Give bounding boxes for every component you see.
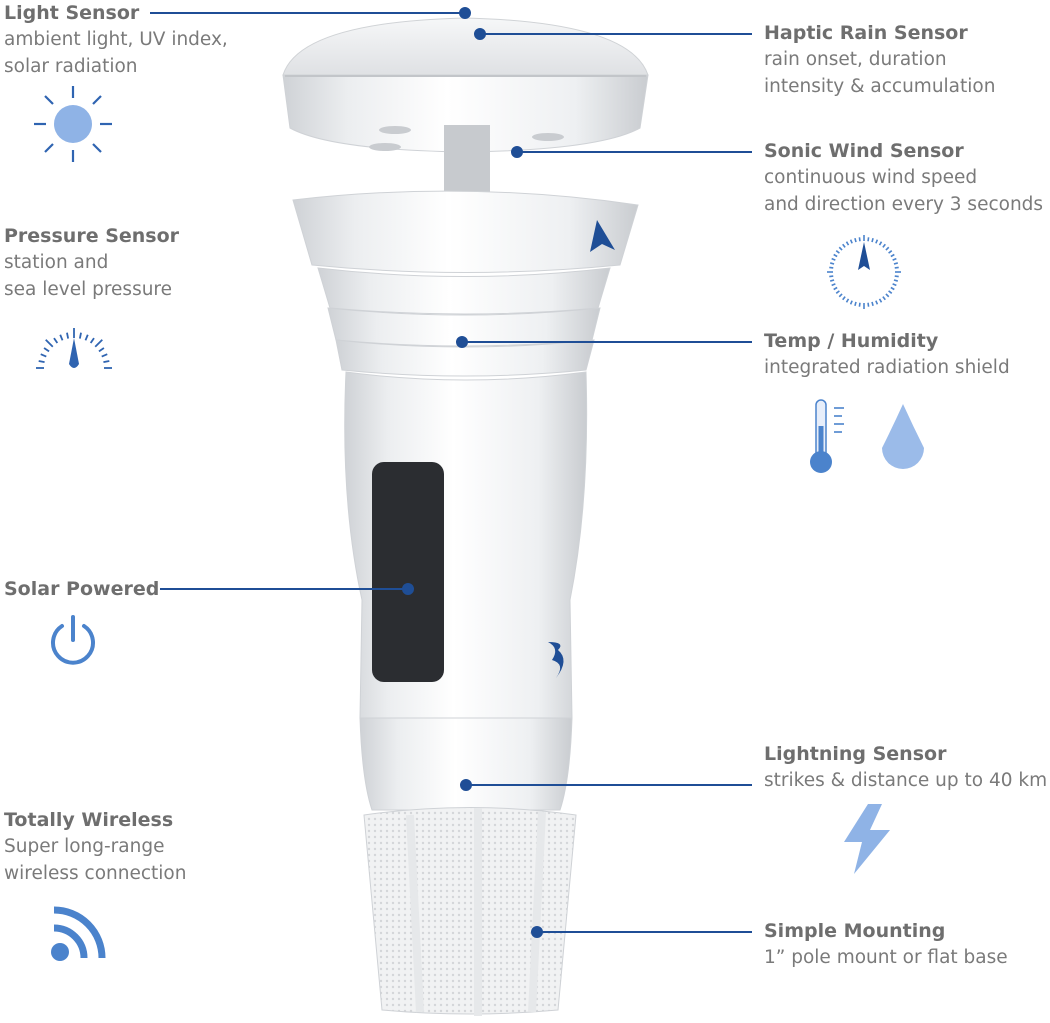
callout-haptic-rain-sensor: Haptic Rain Sensor rain onset, duration … bbox=[764, 20, 995, 100]
haptic-rain-sensor-desc: rain onset, duration intensity & accumul… bbox=[764, 49, 996, 97]
wind-sensor-ring bbox=[292, 190, 639, 273]
mount-base bbox=[363, 807, 577, 1016]
sun-icon bbox=[34, 86, 112, 162]
light-sensor-title: Light Sensor bbox=[4, 2, 140, 24]
lightning-sensor-title: Lightning Sensor bbox=[764, 743, 947, 765]
power-icon bbox=[51, 615, 95, 665]
lower-body bbox=[359, 717, 573, 811]
lightning-icon bbox=[844, 804, 890, 874]
haptic-rain-sensor-title: Haptic Rain Sensor bbox=[764, 22, 968, 44]
water-drop-icon bbox=[882, 404, 924, 469]
callout-simple-mounting: Simple Mounting 1” pole mount or flat ba… bbox=[764, 918, 1008, 971]
radiation-shield bbox=[317, 267, 611, 377]
callout-sonic-wind-sensor: Sonic Wind Sensor continuous wind speed … bbox=[764, 138, 1043, 218]
simple-mounting-title: Simple Mounting bbox=[764, 920, 946, 942]
pressure-sensor-title: Pressure Sensor bbox=[4, 225, 180, 247]
callout-temp-humidity: Temp / Humidity integrated radiation shi… bbox=[764, 328, 1010, 381]
gauge-icon bbox=[36, 328, 112, 369]
rain-sensor-cap bbox=[282, 17, 649, 153]
pressure-sensor-desc: station and sea level pressure bbox=[4, 252, 173, 300]
thermometer-icon bbox=[810, 399, 844, 473]
sonic-wind-sensor-title: Sonic Wind Sensor bbox=[764, 140, 964, 162]
main-body bbox=[344, 371, 588, 719]
totally-wireless-desc: Super long-range wireless connection bbox=[4, 836, 187, 884]
sonic-wind-sensor-desc: continuous wind speed and direction ever… bbox=[764, 167, 1044, 215]
light-sensor-desc: ambient light, UV index, solar radiation bbox=[4, 29, 228, 77]
leader-lines bbox=[150, 7, 752, 938]
callout-lightning-sensor: Lightning Sensor strikes & distance up t… bbox=[764, 741, 1047, 794]
callout-solar-powered: Solar Powered bbox=[4, 576, 159, 602]
callout-pressure-sensor: Pressure Sensor station and sea level pr… bbox=[4, 223, 179, 303]
temp-humidity-desc: integrated radiation shield bbox=[764, 357, 1010, 378]
callout-light-sensor: Light Sensor ambient light, UV index, so… bbox=[4, 0, 228, 80]
solar-powered-title: Solar Powered bbox=[4, 578, 160, 600]
solar-panel bbox=[372, 462, 444, 682]
lightning-sensor-desc: strikes & distance up to 40 km bbox=[764, 770, 1048, 791]
totally-wireless-title: Totally Wireless bbox=[4, 809, 174, 831]
simple-mounting-desc: 1” pole mount or flat base bbox=[764, 947, 1008, 968]
temp-humidity-title: Temp / Humidity bbox=[764, 330, 939, 352]
sensor-neck bbox=[444, 125, 490, 195]
compass-icon bbox=[827, 235, 901, 309]
wifi-icon bbox=[51, 906, 106, 961]
callout-totally-wireless: Totally Wireless Super long-range wirele… bbox=[4, 807, 186, 887]
